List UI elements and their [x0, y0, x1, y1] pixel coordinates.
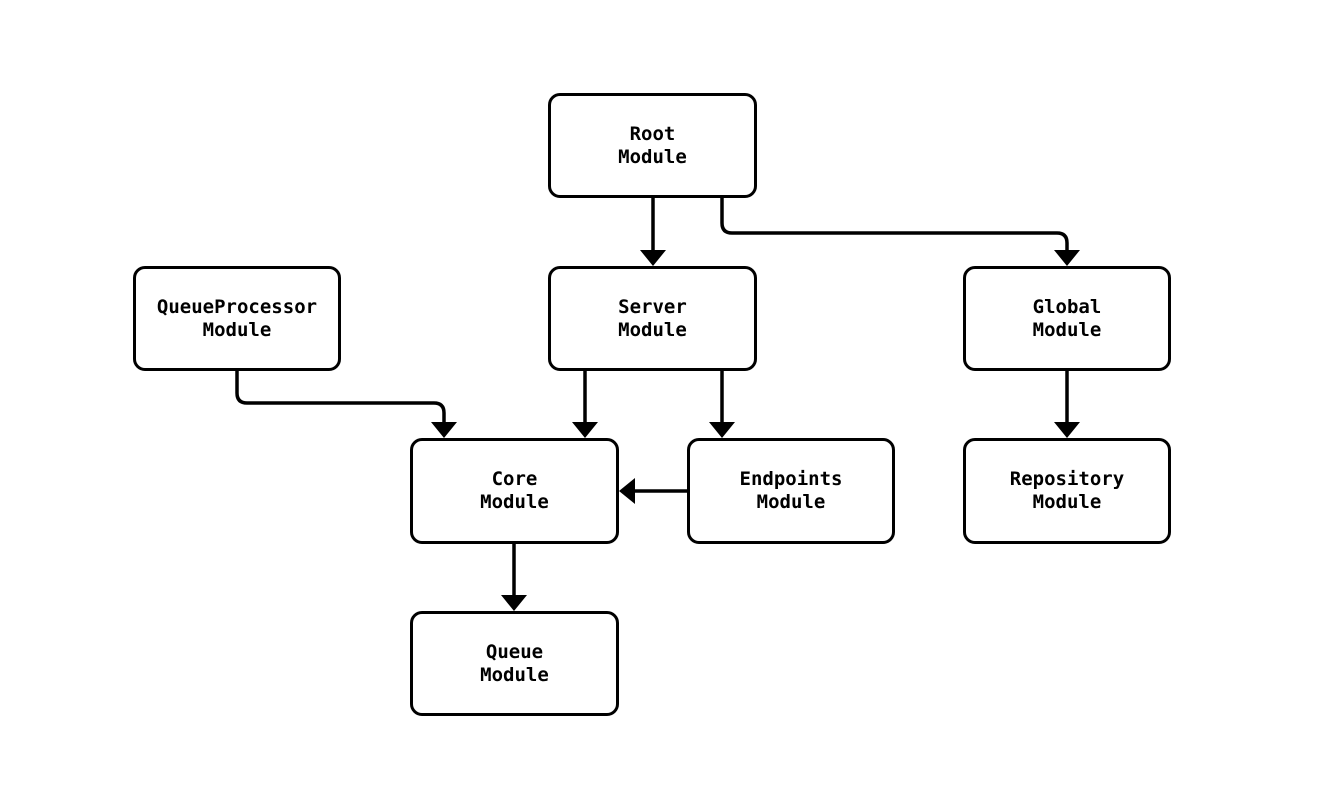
edge-core-to-queue	[501, 544, 527, 611]
edge-endpoints-to-core	[619, 478, 687, 504]
node-label-line: Module	[1032, 491, 1102, 513]
edge-server-to-endpoints	[709, 371, 735, 438]
node-server-module: Server Module	[548, 266, 757, 371]
node-label-line: Module	[618, 318, 687, 341]
node-label-line: Queue	[485, 640, 544, 663]
node-root-module: Root Module	[548, 93, 757, 198]
node-label-line: Module	[618, 145, 687, 168]
node-endpoints-module: Endpoints Module	[687, 438, 895, 544]
node-label-line: Server	[618, 295, 687, 318]
edge-root-to-server	[640, 198, 666, 266]
node-label-line: Root	[629, 122, 676, 145]
node-label-line: Module	[756, 491, 826, 513]
node-label-line: Global	[1032, 295, 1102, 318]
node-label-line: Module	[202, 318, 272, 341]
node-label-line: Core	[491, 468, 538, 490]
node-core-module: Core Module	[410, 438, 619, 544]
edge-queueprocessor-to-core	[235, 371, 457, 438]
node-label-line: Endpoints	[739, 468, 843, 490]
edge-root-to-global	[720, 198, 1080, 266]
edge-global-to-repository	[1054, 371, 1080, 438]
node-repository-module: Repository Module	[963, 438, 1171, 544]
node-queue-module: Queue Module	[410, 611, 619, 716]
node-label-line: Module	[1032, 318, 1102, 341]
node-label-line: Repository	[1009, 468, 1125, 490]
edge-server-to-core	[572, 371, 598, 438]
node-label-line: QueueProcessor	[156, 295, 318, 318]
node-label-line: Module	[480, 663, 549, 686]
node-global-module: Global Module	[963, 266, 1171, 371]
node-label-line: Module	[480, 491, 549, 513]
node-queueprocessor-module: QueueProcessor Module	[133, 266, 341, 371]
